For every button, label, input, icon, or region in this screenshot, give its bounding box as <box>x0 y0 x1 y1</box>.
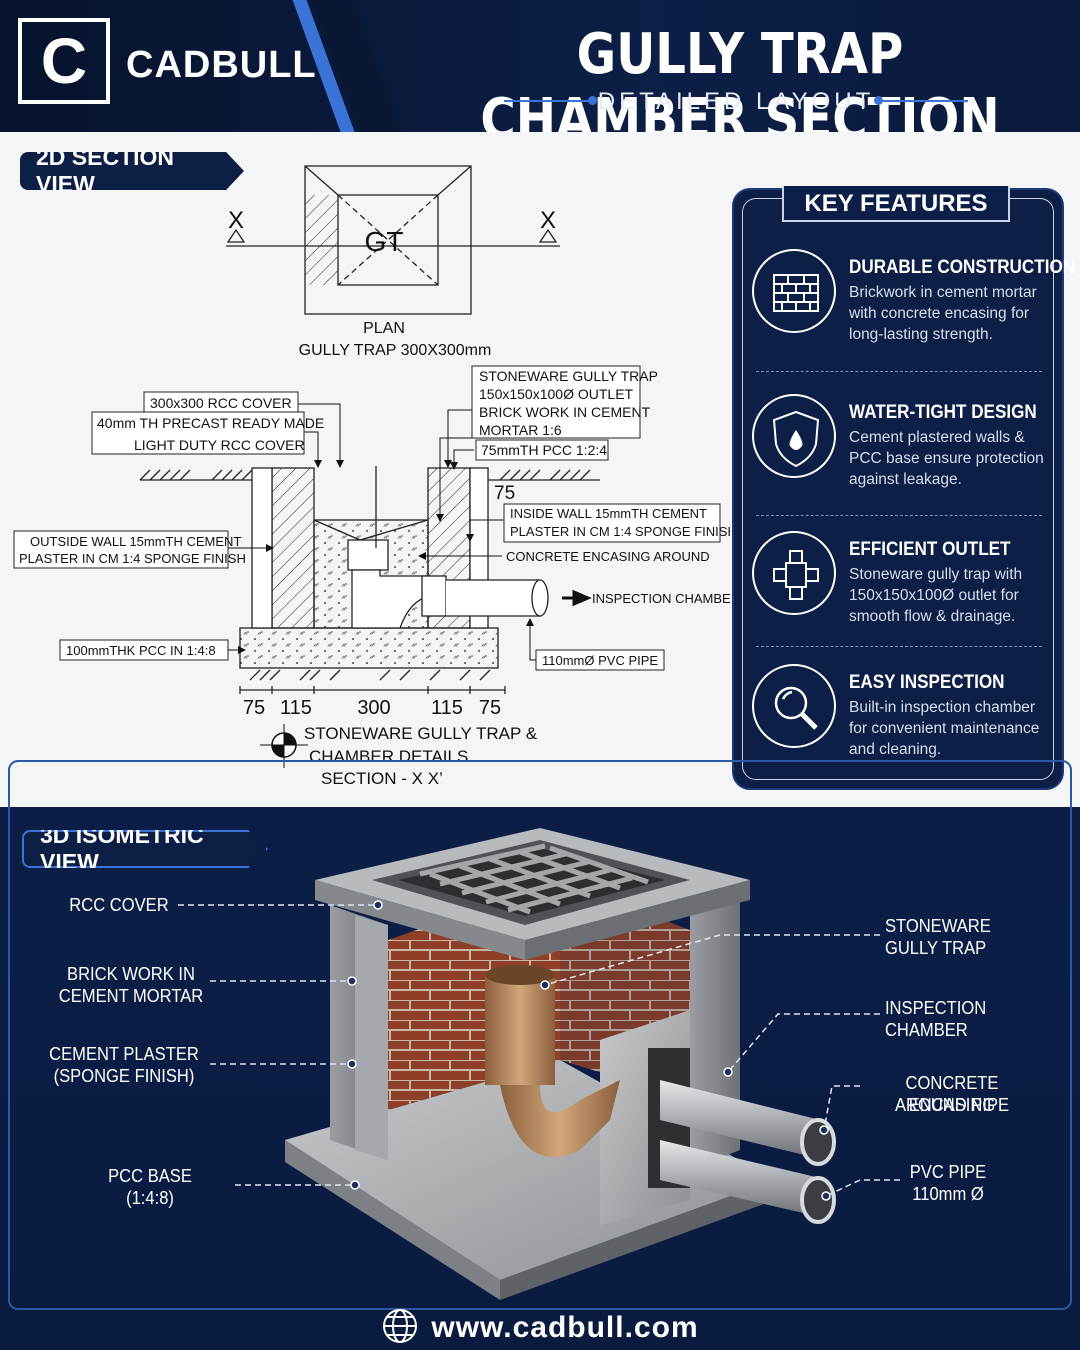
label-stoneware-1: STONEWARE <box>884 916 991 936</box>
callout-precast-2: LIGHT DUTY RCC COVER <box>134 437 305 453</box>
dim-3: 115 <box>431 697 463 719</box>
dim-4: 75 <box>479 697 501 719</box>
brand-name: CADBULL <box>126 44 317 86</box>
page-title: GULLY TRAP CHAMBER SECTION <box>480 22 1000 132</box>
feature-desc: Built-in inspection chamber for convenie… <box>849 699 1040 758</box>
subtitle-dot-right <box>874 96 883 105</box>
section-drawing: X X GT PLAN GULLY TRAP 300X300mm <box>13 165 730 788</box>
section-title-3: SECTION - X X’ <box>321 769 443 788</box>
dim-75-top: 75 <box>494 483 515 504</box>
label-plaster-1: CEMENT PLASTER <box>49 1044 199 1064</box>
subtitle-line-left <box>504 100 590 102</box>
cadbull-logo[interactable]: C <box>18 18 110 104</box>
dim-2: 300 <box>357 697 390 719</box>
subtitle-line-right <box>882 100 968 102</box>
plan-view <box>226 165 560 315</box>
key-features-title: KEY FEATURES <box>782 186 1010 222</box>
callout-inside-2: PLASTER IN CM 1:4 SPONGE FINISH <box>510 524 730 539</box>
feature-divider <box>756 371 1042 372</box>
gt-label: GT <box>365 226 404 257</box>
callout-stoneware-4: MORTAR 1:6 <box>479 422 562 438</box>
label-brick-1: BRICK WORK IN <box>67 964 195 984</box>
label-encasing-1: CONCRETE ENCASING <box>905 1073 999 1115</box>
label-stoneware-2: GULLY TRAP <box>884 938 987 958</box>
globe-icon <box>381 1307 419 1350</box>
feature-desc: Stoneware gully trap with 150x150x100Ø o… <box>849 566 1023 625</box>
iso-frame <box>8 760 1072 1310</box>
label-inspection-1: INSPECTION <box>884 998 987 1018</box>
section-view <box>139 466 600 694</box>
tag-3d-isometric: 3D ISOMETRIC VIEW <box>22 830 268 868</box>
feature-divider <box>756 646 1042 647</box>
subtitle-row: DETAILED LAYOUT <box>504 88 968 116</box>
website-link[interactable]: www.cadbull.com <box>431 1311 699 1344</box>
feature-title: EFFICIENT OUTLET <box>849 539 1011 560</box>
label-brick-2: CEMENT MORTAR <box>58 986 204 1006</box>
feature-desc: Cement plastered walls & PCC base ensure… <box>849 429 1044 488</box>
feature-title: EASY INSPECTION <box>849 672 1005 693</box>
brick-wall-icon <box>752 249 836 333</box>
header: C CADBULL GULLY TRAP CHAMBER SECTION DET… <box>0 0 1080 132</box>
label-pvc-2: 110mm Ø <box>912 1184 984 1204</box>
feature-desc: Brickwork in cement mortar with concrete… <box>849 284 1037 343</box>
callout-pvc-pipe: 110mmØ PVC PIPE <box>542 653 658 668</box>
leader-lines <box>228 403 536 661</box>
shield-drop-icon <box>752 394 836 478</box>
subtitle-dot-left <box>588 96 597 105</box>
logo-letter: C <box>40 25 88 97</box>
pipe-fitting-icon <box>752 531 836 615</box>
tag-2d-section: 2D SECTION VIEW <box>20 152 244 190</box>
page-subtitle: DETAILED LAYOUT <box>597 88 875 115</box>
label-pcc-1: PCC BASE <box>108 1166 192 1186</box>
feature-divider <box>756 515 1042 516</box>
callout-stoneware-3: BRICK WORK IN CEMENT <box>479 404 651 420</box>
label-pvc-1: PVC PIPE <box>909 1162 987 1182</box>
dim-0: 75 <box>243 697 265 719</box>
callout-pcc-base: 100mmTHK PCC IN 1:4:8 <box>66 643 216 658</box>
feature-title: WATER-TIGHT DESIGN <box>849 402 1037 423</box>
section-mark-right: X <box>540 207 556 234</box>
callout-precast-1: 40mm TH PRECAST READY MADE <box>97 415 324 431</box>
label-plaster-2: (SPONGE FINISH) <box>53 1066 195 1086</box>
callout-rcc-cover: 300x300 RCC COVER <box>150 395 292 411</box>
label-pcc-2: (1:4:8) <box>126 1188 174 1208</box>
section-symbol-icon <box>260 724 308 768</box>
callout-inspection: INSPECTION CHAMBER <box>592 591 730 606</box>
callout-pcc-top: 75mmTH PCC 1:2:4 <box>481 442 607 458</box>
label-rcc-cover: RCC COVER <box>69 895 169 915</box>
callout-outside-2: PLASTER IN CM 1:4 SPONGE FINISH <box>19 551 246 566</box>
label-encasing-2: AROUND PIPE <box>894 1095 1010 1115</box>
callout-stoneware-1: STONEWARE GULLY TRAP <box>479 368 658 384</box>
callout-outside-1: OUTSIDE WALL 15mmTH CEMENT <box>30 534 241 549</box>
footer: www.cadbull.com <box>0 1306 1080 1350</box>
section-mark-left: X <box>228 207 244 234</box>
feature-title: DURABLE CONSTRUCTION <box>849 257 1076 278</box>
inspection-arrow <box>562 589 592 607</box>
plan-caption: GULLY TRAP 300X300mm <box>299 342 492 359</box>
callout-encasing: CONCRETE ENCASING AROUND <box>506 549 710 564</box>
plan-label: PLAN <box>363 320 405 337</box>
callout-stoneware-2: 150x150x100Ø OUTLET <box>479 386 634 402</box>
callout-inside-1: INSIDE WALL 15mmTH CEMENT <box>510 506 707 521</box>
magnifier-icon <box>752 664 836 748</box>
dim-1: 115 <box>280 697 312 719</box>
section-title-1: STONEWARE GULLY TRAP & <box>304 724 538 743</box>
label-inspection-2: CHAMBER <box>884 1020 968 1040</box>
